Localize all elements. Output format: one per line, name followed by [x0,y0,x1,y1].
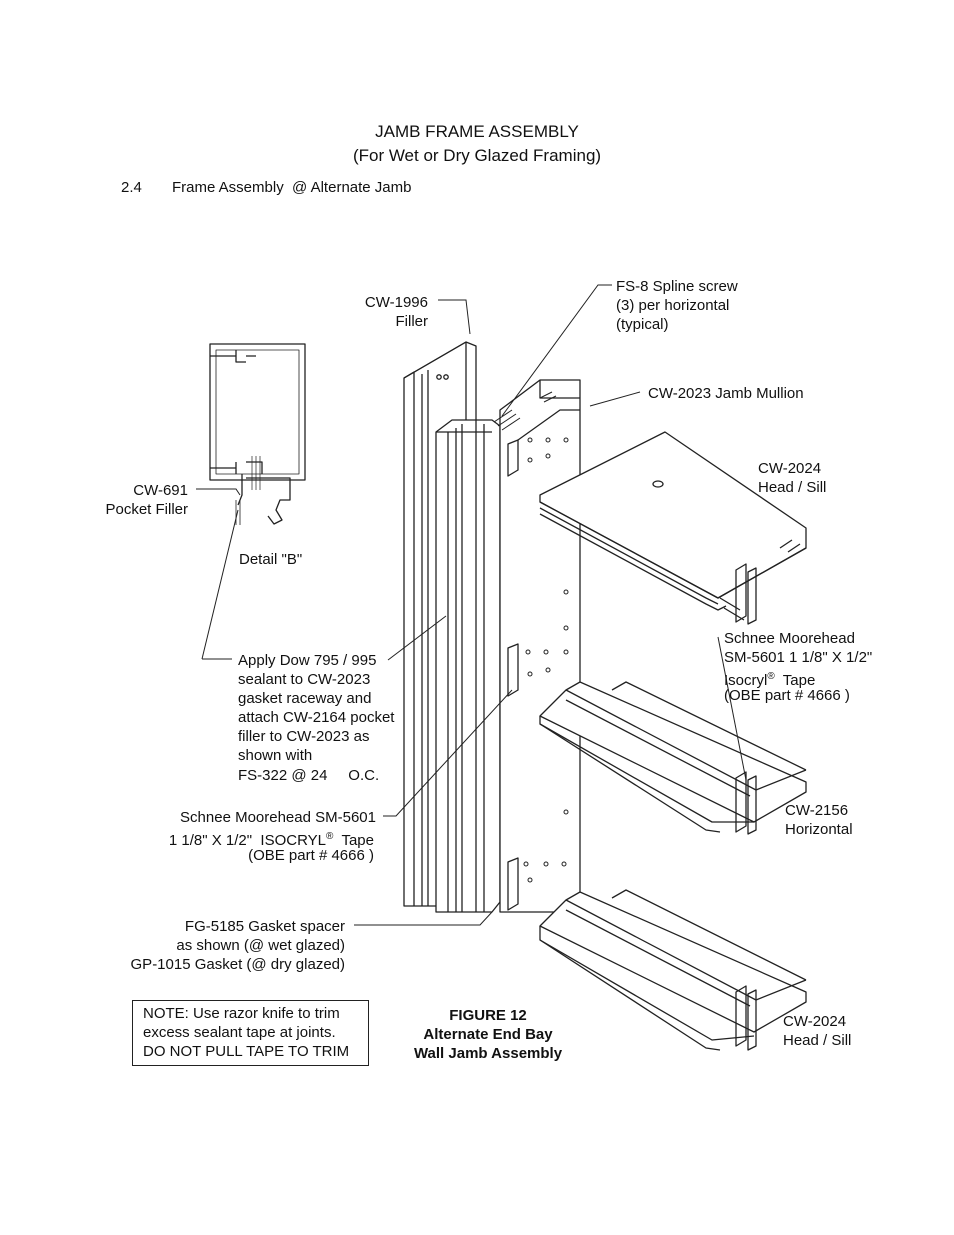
tape-right-label-line1: Schnee Moorehead [724,630,855,647]
apply-sealant-line2: sealant to CW-2023 [238,671,371,688]
gasket-label-line2: as shown (@ wet glazed) [176,937,345,954]
apply-sealant-line5: filler to CW-2023 as [238,728,370,745]
spline-label-line3: (typical) [616,316,669,333]
section-title: Frame Assembly @ Alternate Jamb [172,179,412,196]
note-line3: DO NOT PULL TAPE TO TRIM [143,1043,350,1060]
horizontal-label-line1: CW-2156 [785,802,849,819]
apply-sealant-line1: Apply Dow 795 / 995 [238,652,377,669]
tape-left-label-line3: (OBE part # 4666 ) [248,847,374,864]
note-line2: excess sealant tape at joints. [143,1024,336,1041]
apply-sealant-line3: gasket raceway and [238,690,372,707]
head-sill-top-label-line2: Head / Sill [758,479,827,496]
leader-lines [196,284,747,926]
section-number: 2.4 [121,179,142,196]
head-sill-bottom-label-line1: CW-2024 [783,1013,847,1030]
apply-sealant-line4: attach CW-2164 pocket [238,709,395,726]
head-sill-bottom-label-line2: Head / Sill [783,1032,852,1049]
horizontal-middle [539,681,807,835]
figure-caption-line1: FIGURE 12 [449,1007,527,1024]
tape-right-label-line3: Isocryl® Tape [724,671,816,689]
jamb-mullion-profile [499,379,581,913]
page-title: JAMB FRAME ASSEMBLY [375,122,579,141]
filler-label-line1: CW-1996 [364,294,428,311]
note-line1: NOTE: Use razor knife to trim [143,1005,340,1022]
spline-label-line2: (3) per horizontal [616,297,730,314]
tape-right-label-line4: (OBE part # 4666 ) [724,687,850,704]
gasket-label-line3: GP-1015 Gasket (@ dry glazed) [130,956,345,973]
spline-screws [493,391,557,431]
jamb-adaptor-profile [435,419,501,913]
figure-caption-line3: Wall Jamb Assembly [413,1045,563,1062]
pocket-filler-label-line1: CW-691 [133,482,188,499]
pocket-filler-label-line2: Pocket Filler [105,501,188,518]
filler-label-line2: Filler [395,313,429,330]
note-box: NOTE: Use razor knife to trim excess sea… [132,1000,369,1066]
head-sill-bottom [539,889,807,1051]
tape-left-label-line2: 1 1/8" X 1/2" ISOCRYL® Tape [168,831,374,849]
tape-right-label-line2: SM-5601 1 1/8" X 1/2" [724,649,873,666]
horizontal-label-line2: Horizontal [785,821,853,838]
jamb-mullion-label: CW-2023 Jamb Mullion [648,385,804,402]
page-subtitle: (For Wet or Dry Glazed Framing) [352,146,602,165]
detail-b-section [209,343,306,525]
figure-caption-line2: Alternate End Bay [423,1026,553,1043]
apply-sealant-line7: FS-322 @ 24 O.C. [238,767,380,784]
detail-label: Detail "B" [239,551,303,568]
apply-sealant-line6: shown with [238,747,313,764]
gasket-label-line1: FG-5185 Gasket spacer [184,918,345,935]
head-sill-top-label-line1: CW-2024 [758,460,822,477]
tape-left-label-line1: Schnee Moorehead SM-5601 [180,809,376,826]
spline-label-line1: FS-8 Spline screw [616,278,738,295]
head-sill-top [539,431,807,625]
